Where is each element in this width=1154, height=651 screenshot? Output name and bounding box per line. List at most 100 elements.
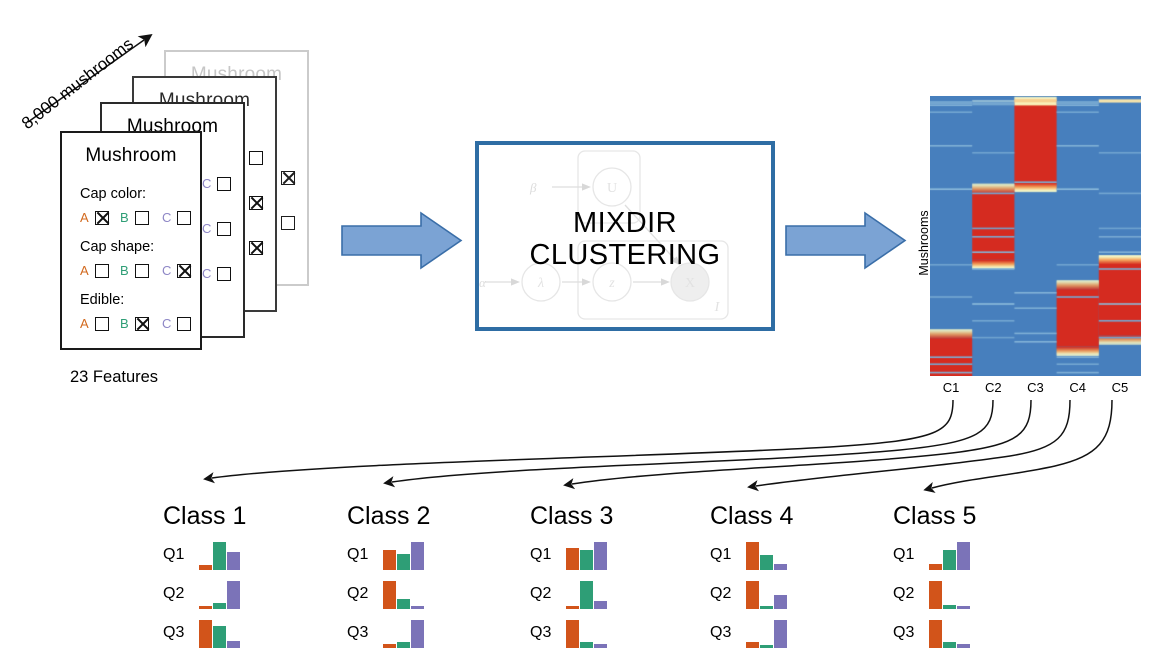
checkbox-cap-color-b[interactable] bbox=[135, 210, 149, 225]
question-row-q3: Q3 bbox=[347, 618, 430, 648]
bar-p bbox=[227, 641, 240, 648]
feature-name-1: Cap shape: bbox=[80, 239, 155, 255]
fanout-arrow-c5 bbox=[923, 399, 1113, 493]
class-title: Class 2 bbox=[347, 502, 431, 530]
heatmap-column-label-c2: C2 bbox=[984, 380, 1002, 395]
bar-p bbox=[411, 606, 424, 609]
bar-p bbox=[957, 542, 970, 570]
question-barchart bbox=[929, 579, 973, 609]
node-label-alpha: α bbox=[479, 275, 487, 290]
checkbox-edible-b[interactable] bbox=[135, 316, 149, 331]
mushroom-card-front: Mushroom Cap color: A B C Cap shape: A B… bbox=[60, 131, 202, 350]
question-label: Q2 bbox=[530, 585, 552, 602]
question-barchart bbox=[746, 540, 790, 570]
mixdir-line-1: MIXDIR bbox=[573, 207, 677, 239]
question-row-q2: Q2 bbox=[893, 579, 976, 609]
checkbox-edible-c[interactable] bbox=[177, 316, 191, 331]
checkbox-checked[interactable] bbox=[249, 195, 263, 210]
edge-u-x bbox=[624, 204, 681, 266]
bar-o bbox=[929, 620, 942, 648]
question-barchart bbox=[746, 618, 790, 648]
checkbox-cap-shape-a[interactable] bbox=[95, 263, 109, 278]
checkbox[interactable] bbox=[217, 176, 231, 191]
checkbox-edible-a[interactable] bbox=[95, 316, 109, 331]
bar-g bbox=[760, 554, 773, 570]
question-label: Q3 bbox=[710, 624, 732, 641]
question-label: Q1 bbox=[710, 546, 732, 563]
blue-arrow-1 bbox=[341, 211, 463, 270]
bar-o bbox=[383, 581, 396, 609]
question-label: Q2 bbox=[163, 585, 185, 602]
fanout-arrow-c2 bbox=[383, 399, 994, 488]
bar-p bbox=[227, 551, 240, 570]
features-count-label: 23 Features bbox=[70, 368, 159, 386]
bar-o bbox=[566, 605, 579, 609]
checkbox-checked[interactable] bbox=[249, 240, 263, 255]
node-label-z: z bbox=[608, 276, 615, 291]
question-row-q1: Q1 bbox=[347, 540, 430, 570]
bar-p bbox=[774, 563, 787, 570]
bar-g bbox=[213, 602, 226, 609]
card-title-front: Mushroom bbox=[85, 145, 177, 166]
bar-g bbox=[213, 542, 226, 570]
feature-name-0: Cap color: bbox=[80, 186, 147, 202]
checkbox[interactable] bbox=[281, 215, 295, 230]
option-letter: C bbox=[162, 210, 172, 225]
question-row-q2: Q2 bbox=[530, 579, 613, 609]
card-option-row: C bbox=[202, 266, 231, 281]
bar-o bbox=[746, 542, 759, 570]
bar-g bbox=[760, 644, 773, 648]
question-barchart bbox=[929, 618, 973, 648]
checkbox-cap-color-c[interactable] bbox=[177, 210, 191, 225]
checkbox[interactable] bbox=[217, 266, 231, 281]
plate-inner bbox=[577, 240, 729, 320]
question-row-q2: Q2 bbox=[163, 579, 246, 609]
node-x bbox=[670, 262, 710, 302]
node-z bbox=[592, 262, 632, 302]
bar-p bbox=[594, 643, 607, 648]
question-barchart bbox=[566, 540, 610, 570]
option-letter: A bbox=[80, 316, 89, 331]
checkbox[interactable] bbox=[217, 221, 231, 236]
bar-g bbox=[943, 642, 956, 648]
checkbox-cap-shape-c[interactable] bbox=[177, 263, 191, 278]
option-letter: A bbox=[80, 210, 89, 225]
question-label: Q3 bbox=[893, 624, 915, 641]
bar-g bbox=[397, 641, 410, 648]
question-row-q1: Q1 bbox=[163, 540, 246, 570]
card-option-row: C bbox=[202, 176, 231, 191]
option-letter: C bbox=[162, 263, 172, 278]
bar-g bbox=[943, 604, 956, 609]
bar-g bbox=[397, 599, 410, 609]
bar-o bbox=[566, 620, 579, 648]
question-barchart bbox=[383, 579, 427, 609]
option-letter: C bbox=[162, 316, 172, 331]
class-title: Class 4 bbox=[710, 502, 794, 530]
feature-options-1: A B C bbox=[80, 263, 191, 278]
node-label-u: U bbox=[607, 181, 617, 196]
heatmap-column-label-c5: C5 bbox=[1111, 380, 1129, 395]
bar-p bbox=[957, 643, 970, 648]
dataset-arrow-line bbox=[27, 33, 153, 123]
bar-o bbox=[383, 644, 396, 648]
fanout-arrow-c1 bbox=[203, 399, 954, 484]
question-barchart bbox=[199, 618, 243, 648]
checkbox[interactable] bbox=[249, 150, 263, 165]
bar-p bbox=[411, 542, 424, 570]
option-letter: B bbox=[120, 263, 129, 278]
question-barchart bbox=[383, 618, 427, 648]
bar-o bbox=[929, 564, 942, 570]
heatmap-column-label-c4: C4 bbox=[1069, 380, 1086, 395]
checkbox-cap-color-a[interactable] bbox=[95, 210, 109, 225]
feature-options-0: A B C bbox=[80, 210, 191, 225]
question-label: Q3 bbox=[163, 624, 185, 641]
node-lambda bbox=[521, 262, 561, 302]
bar-o bbox=[929, 581, 942, 609]
arrow-shape bbox=[785, 211, 907, 270]
checkbox-checked[interactable] bbox=[281, 170, 295, 185]
bar-p bbox=[411, 620, 424, 648]
checkbox-cap-shape-b[interactable] bbox=[135, 263, 149, 278]
